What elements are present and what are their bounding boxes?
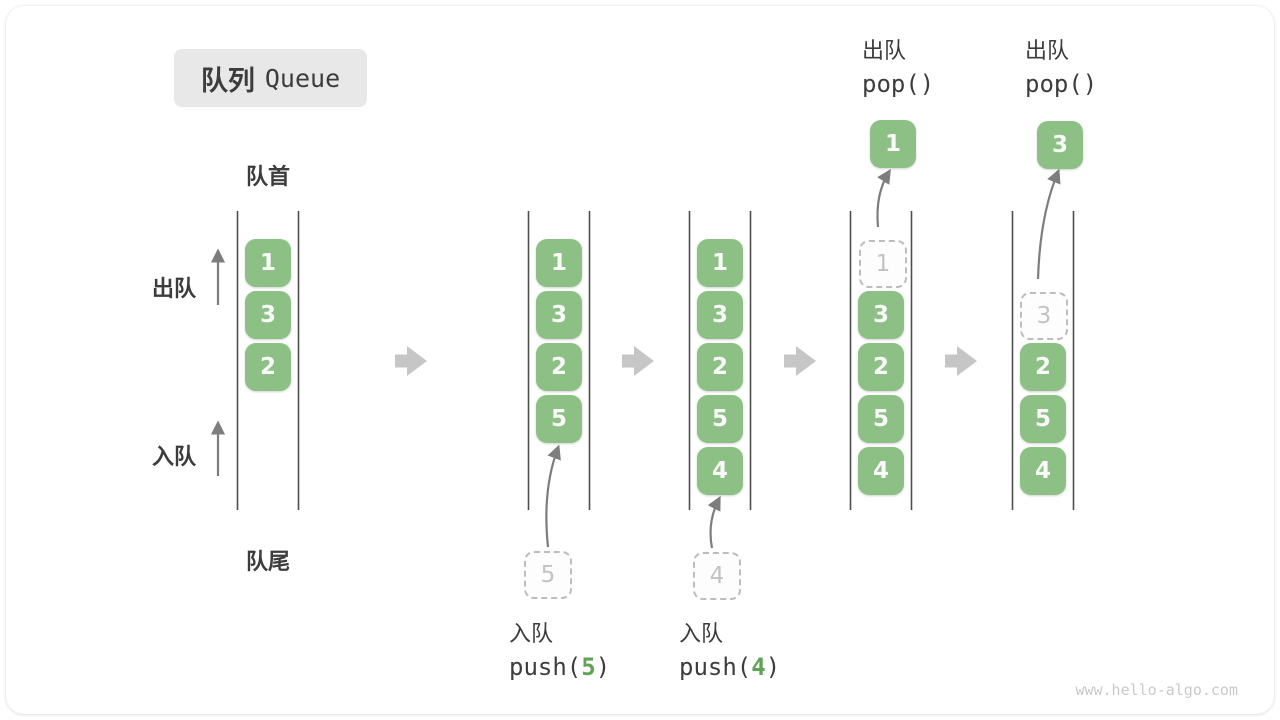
watermark: www.hello-algo.com (1075, 681, 1238, 699)
pop1-action-label: 出队 (862, 38, 907, 63)
push4-arrow-icon (707, 495, 721, 549)
queue-item: 2 (245, 343, 291, 391)
push5-caption: 入队 push(5) (509, 617, 610, 683)
pop1-caption: 出队 pop() (862, 34, 934, 100)
queue-item: 4 (697, 447, 743, 495)
queue-item: 1 (697, 239, 743, 287)
incoming-item-ghost: 5 (524, 551, 572, 599)
push4-code-label: push(4) (679, 651, 780, 683)
push4-caption: 入队 push(4) (679, 617, 780, 683)
queue-item: 2 (536, 343, 582, 391)
queue-item: 4 (1020, 447, 1066, 495)
enqueue-label: 入队 (152, 444, 197, 469)
queue-item: 5 (697, 395, 743, 443)
push5-code-label: push(5) (509, 651, 610, 683)
title-en-label: Queue (264, 63, 341, 93)
diagram-canvas: 队列 Queue 队首 队尾 出队 入队 1 3 2 1 3 2 5 5 入队 … (6, 6, 1274, 714)
code-arg: 5 (581, 653, 596, 681)
title-badge: 队列 Queue (174, 49, 367, 107)
queue-item: 5 (858, 395, 904, 443)
code-arg: 4 (751, 653, 766, 681)
queue-item: 1 (245, 239, 291, 287)
code-close: ) (595, 653, 611, 681)
incoming-item-ghost: 4 (693, 552, 741, 600)
code-open: push( (509, 653, 582, 681)
pop3-code-label: pop() (1025, 70, 1098, 98)
queue-item: 2 (697, 343, 743, 391)
step-arrow-icon (395, 346, 427, 376)
code-open: push( (679, 653, 752, 681)
dequeue-label: 出队 (152, 276, 197, 301)
title-zh-label: 队列 (200, 65, 255, 96)
pop1-code-label: pop() (862, 70, 935, 98)
push4-action-label: 入队 (679, 621, 724, 646)
pop1-arrow-icon (876, 168, 891, 228)
pop3-caption: 出队 pop() (1025, 34, 1097, 100)
push5-action-label: 入队 (509, 621, 554, 646)
queue-item: 3 (245, 291, 291, 339)
queue-item: 4 (858, 447, 904, 495)
queue-item: 2 (1020, 343, 1066, 391)
queue-item: 5 (1020, 395, 1066, 443)
pop3-action-label: 出队 (1025, 38, 1070, 63)
removed-item-ghost: 1 (859, 240, 907, 288)
step-arrow-icon (784, 346, 816, 376)
pop3-arrow-icon (1036, 168, 1061, 280)
queue-item: 3 (697, 291, 743, 339)
queue-item: 3 (858, 291, 904, 339)
queue-item: 1 (536, 239, 582, 287)
popped-item: 1 (870, 120, 916, 168)
code-close: ) (765, 653, 781, 681)
queue-item: 5 (536, 395, 582, 443)
removed-item-ghost: 3 (1020, 292, 1068, 340)
rear-label: 队尾 (245, 549, 290, 574)
step-arrow-icon (945, 346, 977, 376)
step-arrow-icon (622, 346, 654, 376)
push5-arrow-icon (545, 444, 561, 548)
front-label: 队首 (245, 164, 290, 189)
queue-item: 2 (858, 343, 904, 391)
popped-item: 3 (1037, 121, 1083, 169)
queue-item: 3 (536, 291, 582, 339)
